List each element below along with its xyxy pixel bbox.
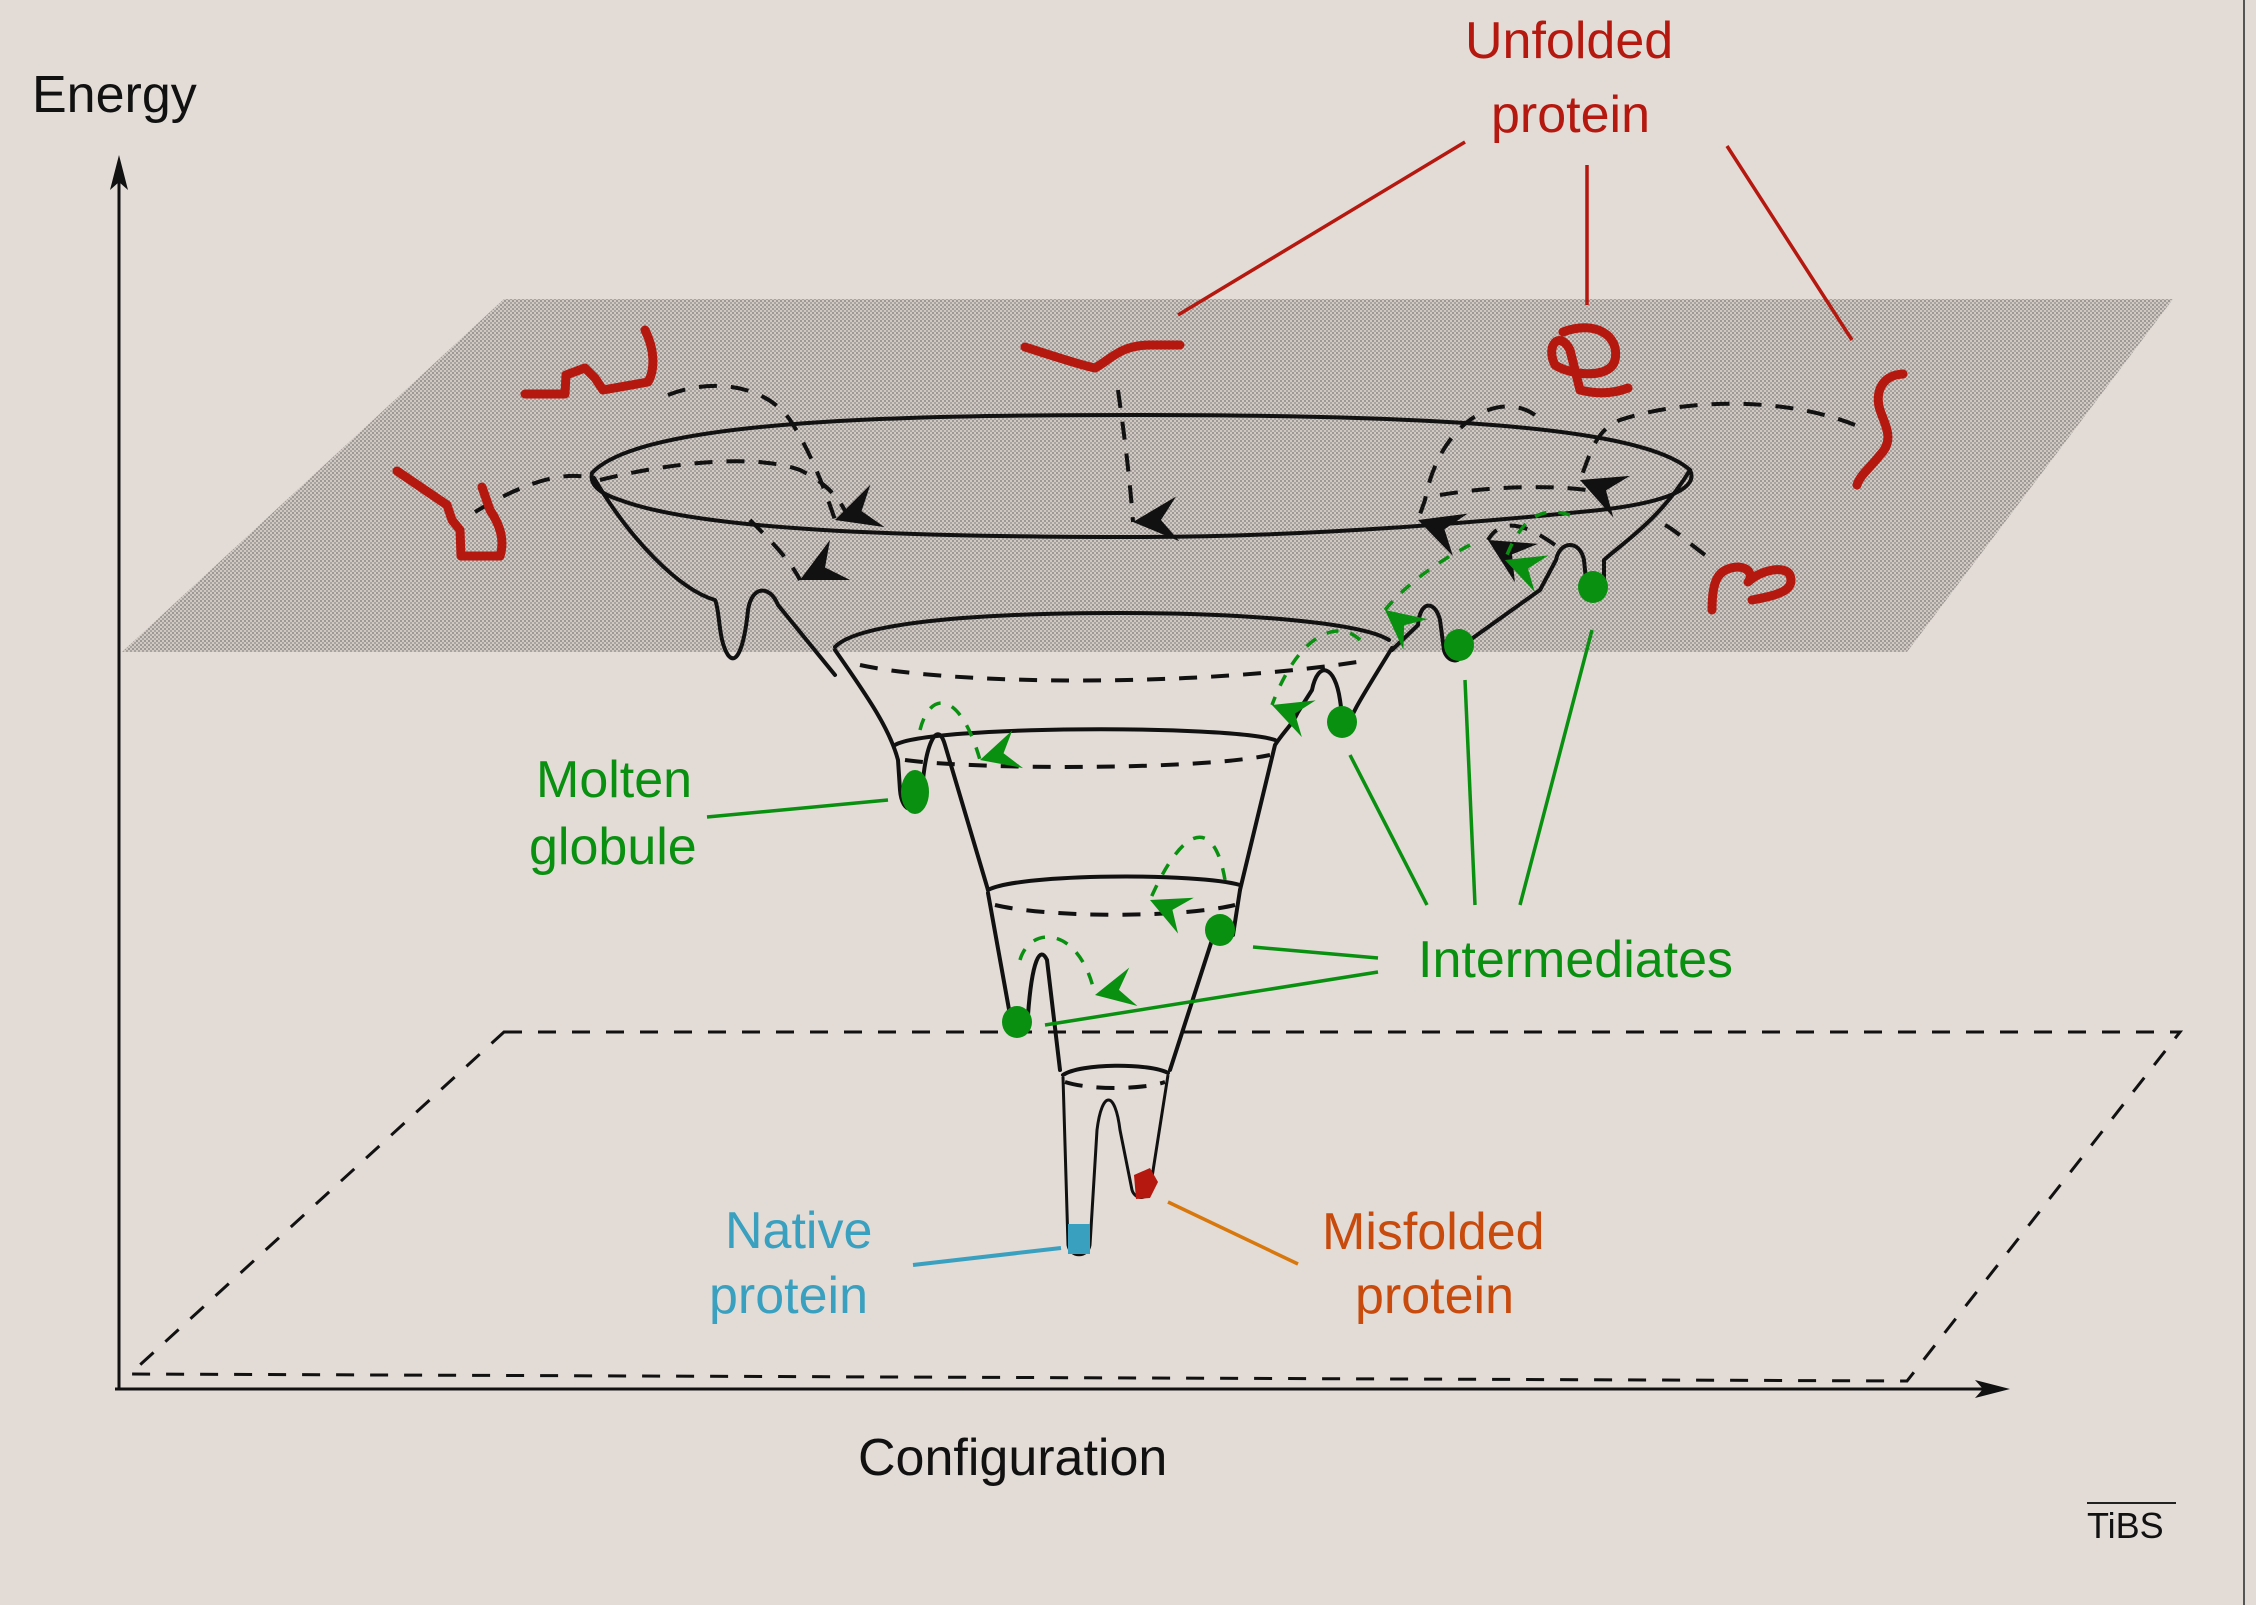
path-chain2b bbox=[748, 518, 851, 581]
intermediates-label: Intermediates bbox=[1418, 931, 1733, 989]
misfolded-protein-label-line1: Misfolded bbox=[1322, 1203, 1545, 1261]
hop-6 bbox=[1018, 935, 1138, 1006]
misfolded-state bbox=[1134, 1168, 1158, 1199]
intermediates-leader-5 bbox=[1044, 970, 1379, 1027]
folding-paths-intermediate bbox=[918, 510, 1571, 1006]
native-state bbox=[1068, 1224, 1090, 1254]
unfolded-chain-1 bbox=[392, 466, 507, 561]
unfolded-chain-5 bbox=[1852, 369, 1908, 490]
folding-paths-unfolded bbox=[473, 383, 1856, 583]
hop-2 bbox=[1383, 543, 1471, 650]
funnel-right-wall-mid bbox=[1238, 646, 1394, 892]
logo-text: TiBS bbox=[2087, 1505, 2164, 1546]
native-protein-label-line2: protein bbox=[709, 1267, 868, 1325]
funnel-ring-4 bbox=[986, 874, 1242, 892]
journal-logo: TiBS bbox=[2087, 1502, 2176, 1546]
unfolded-chain-6 bbox=[1707, 562, 1796, 615]
axes bbox=[110, 155, 2010, 1398]
funnel-right-wall-upper bbox=[1390, 468, 1692, 663]
intermediate-state bbox=[1444, 629, 1474, 661]
intermediate-state bbox=[1327, 706, 1357, 738]
intermediates-leader-4 bbox=[1252, 945, 1379, 960]
path-chain5b bbox=[1486, 523, 1557, 583]
misfolded-leader bbox=[1167, 1200, 1299, 1266]
funnel-ring-4-back bbox=[994, 903, 1236, 917]
hop-3 bbox=[1270, 629, 1362, 738]
funnel-ring-5-back bbox=[1064, 1080, 1166, 1090]
funnel-left-wall-upper bbox=[592, 476, 837, 677]
state-leaders bbox=[706, 629, 1594, 1267]
native-leader bbox=[912, 1246, 1062, 1267]
path-chain4 bbox=[1416, 404, 1537, 556]
molten-leader bbox=[706, 798, 889, 819]
funnel-ring-5 bbox=[1061, 1063, 1170, 1077]
unfolded-chain-3 bbox=[1020, 340, 1185, 373]
path-chain3 bbox=[1116, 389, 1180, 542]
intermediate-state bbox=[1578, 571, 1608, 603]
native-protein-label-line1: Native bbox=[725, 1202, 872, 1260]
intermediate-states bbox=[901, 571, 1608, 1038]
unfolded-leaders bbox=[1177, 140, 1854, 341]
hop-5 bbox=[1148, 835, 1227, 934]
path-chain6 bbox=[1664, 523, 1707, 557]
molten-globule-label-line2: globule bbox=[529, 818, 697, 876]
funnel-right-wall-low bbox=[1168, 888, 1242, 1072]
unfolded-label-line1: Unfolded bbox=[1465, 12, 1673, 70]
x-axis-label: Configuration bbox=[858, 1429, 1167, 1487]
intermediate-state bbox=[1205, 914, 1235, 946]
y-axis-label: Energy bbox=[32, 66, 197, 124]
native-energy-plane bbox=[126, 1030, 2184, 1383]
funnel-left-wall-mid bbox=[833, 648, 990, 892]
intermediates-leader-1 bbox=[1348, 754, 1429, 906]
unfolded-label-line2: protein bbox=[1491, 86, 1650, 144]
funnel-ring-3-back bbox=[904, 753, 1271, 769]
molten-globule-label-line1: Molten bbox=[536, 751, 692, 809]
unfolded-leader-left bbox=[1177, 140, 1466, 317]
funnel-ring-2 bbox=[833, 611, 1391, 649]
funnel-left-wall-low bbox=[986, 891, 1062, 1072]
intermediates-leader-3 bbox=[1518, 629, 1594, 906]
funnel-ring-2-back bbox=[859, 658, 1371, 683]
x-axis-arrow-icon bbox=[1975, 1380, 2010, 1398]
intermediate-state bbox=[1002, 1006, 1032, 1038]
intermediates-leader-2 bbox=[1463, 679, 1477, 906]
molten-globule-state bbox=[901, 770, 929, 814]
misfolded-protein-label-line2: protein bbox=[1355, 1267, 1514, 1325]
unfolded-leader-right bbox=[1725, 145, 1854, 341]
path-chain2 bbox=[667, 383, 885, 528]
unfolded-chain-4 bbox=[1547, 323, 1633, 398]
path-chain5 bbox=[1578, 401, 1856, 518]
unfolded-chain-2 bbox=[520, 325, 658, 399]
hop-1 bbox=[1503, 510, 1571, 593]
y-axis-arrow-icon bbox=[110, 155, 128, 190]
funnel-ring-3 bbox=[893, 727, 1277, 747]
unfolded-chains bbox=[392, 323, 1908, 615]
